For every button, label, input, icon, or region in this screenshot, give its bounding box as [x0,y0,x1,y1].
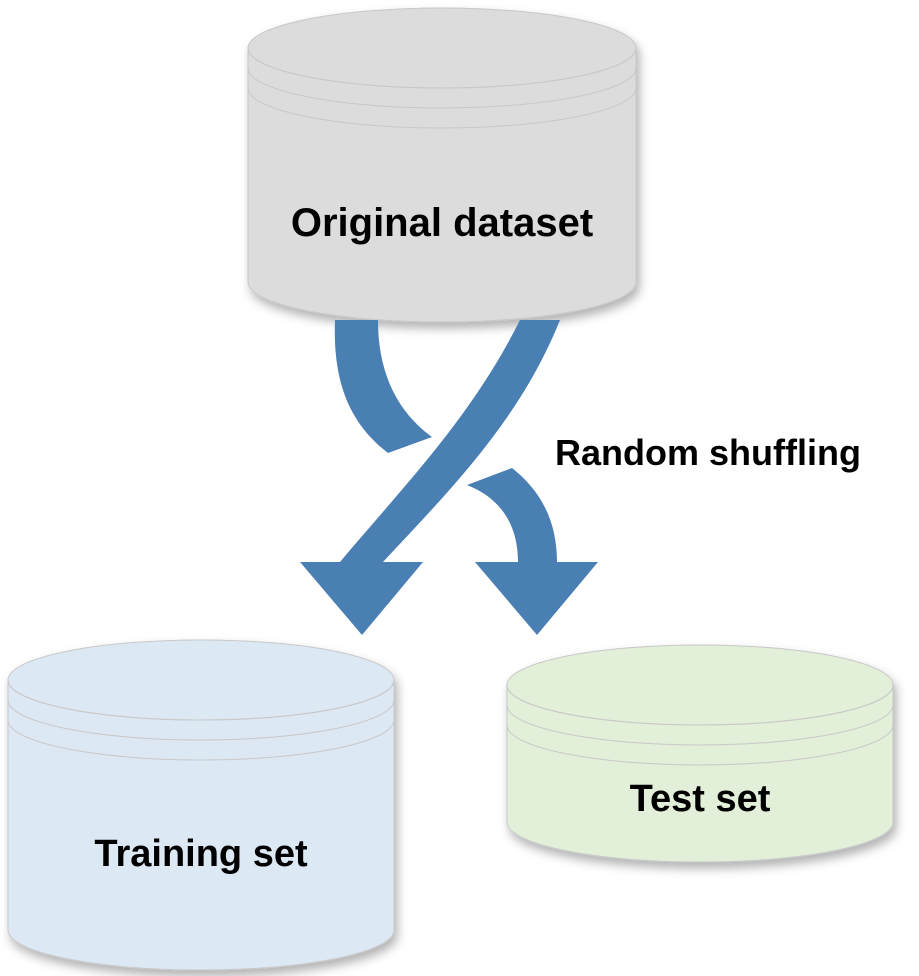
arrow-to-training-set [300,320,560,635]
original-dataset-cylinder [247,7,637,323]
training-set-rings [7,679,395,761]
training-set-label: Training set [94,833,308,875]
arrow-to-test-set [467,468,598,635]
left-curve-arrow-segment [334,320,432,453]
shuffle-arrows [300,320,598,635]
original-dataset-rings [247,47,637,129]
test-set-rings [506,684,894,766]
training-set-cylinder [7,639,395,971]
original-dataset-label: Original dataset [291,201,593,245]
random-shuffling-label: Random shuffling [555,432,861,473]
test-set-label: Test set [630,778,771,820]
